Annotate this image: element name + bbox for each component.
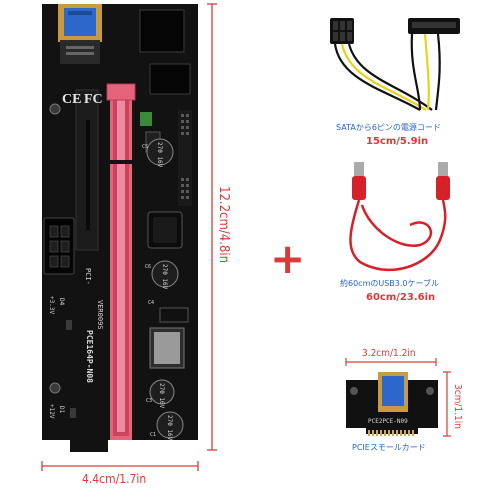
led-label-d4: D4 (58, 298, 65, 306)
pcie-card-caption: PCIEスモールカード (352, 443, 426, 452)
capacitor-label: 270 16V (161, 264, 168, 290)
riser-width-label: 4.4cm/1.7in (82, 472, 147, 486)
capacitor-label: 270 16V (158, 383, 165, 409)
ce-mark: CE (62, 92, 82, 107)
power-cable-caption: SATAから6ピンの電源コード (336, 123, 441, 132)
usb-cable (349, 162, 450, 272)
status-led (140, 112, 152, 126)
pin-header-right (178, 110, 192, 206)
capacitor-id: C6 (145, 264, 152, 270)
resistor-array (159, 307, 189, 323)
riser-height-label: 12.2cm/4.8in (216, 186, 231, 264)
capacitor (146, 138, 174, 166)
model-label: PCE164P-N08 (85, 330, 94, 383)
power-cable-length: 15cm/5.9in (366, 136, 429, 147)
led-label-d1: D1 (58, 406, 65, 414)
mounting-hole (49, 382, 61, 394)
usb-cable-length: 60cm/23.6in (366, 292, 436, 303)
usb-cable-caption: 約60cmのUSB3.0ケーブル (340, 279, 440, 288)
plus-sign: + (270, 234, 306, 283)
version-label: VER009S (96, 300, 104, 330)
capacitor-label: 270 16V (156, 142, 163, 168)
capacitor (151, 260, 179, 288)
capacitor-label: 270 16V (166, 415, 173, 441)
mounting-hole (49, 103, 61, 115)
molex-connector (139, 9, 185, 53)
power-wires (333, 33, 441, 111)
six-pin-power-connector (43, 217, 75, 275)
pci-label: PCI- (84, 268, 92, 285)
card-width-label: 3.2cm/1.2in (362, 348, 416, 359)
pcie-slot-latch (106, 83, 136, 101)
fcc-mark: FC (84, 92, 103, 107)
card-height-label: 3cm/1.1in (452, 384, 463, 429)
capacitor (149, 379, 175, 405)
capacitor (156, 411, 184, 439)
capacitor-id: C5 (142, 144, 149, 150)
voltage-label-3v3: +3.3V (48, 296, 55, 315)
voltage-label-12v: +12V (48, 404, 55, 419)
capacitor-id: C1 (150, 432, 157, 438)
card-model-label: PCE2PCE-N09 (368, 418, 408, 425)
sata-connector (149, 63, 191, 95)
capacitor-id: C4 (148, 300, 155, 306)
capacitor-id: C3 (146, 398, 153, 404)
